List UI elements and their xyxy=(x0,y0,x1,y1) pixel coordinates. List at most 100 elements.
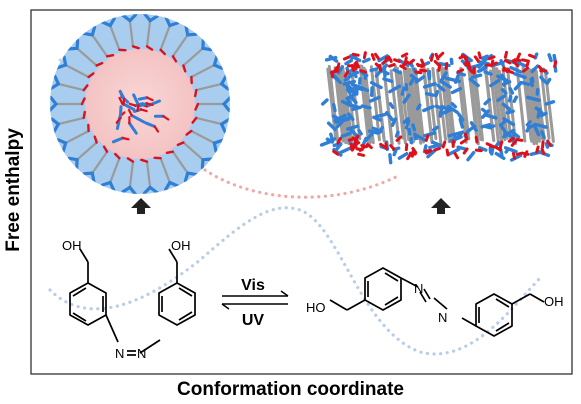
aggregate-rod xyxy=(459,66,471,141)
shell-molecule xyxy=(91,150,109,175)
aggregate-molecule xyxy=(428,143,441,150)
lamellar-aggregate xyxy=(319,50,558,165)
shell-molecule xyxy=(113,152,121,160)
shell-molecule xyxy=(126,157,135,163)
aggregate-rod xyxy=(456,70,468,144)
aggregate-oxygen xyxy=(406,153,412,161)
aggregate-molecule xyxy=(374,70,382,78)
aggregate-molecule xyxy=(483,97,492,106)
aggregate-oxygen xyxy=(467,61,472,70)
aggregate-molecule xyxy=(507,94,513,103)
aggregate-oxygen xyxy=(515,138,524,142)
right-azo-n2: N xyxy=(438,310,447,325)
shell-molecule xyxy=(145,19,152,48)
shell-molecule xyxy=(164,15,172,28)
aggregate-oxygen xyxy=(516,52,522,61)
aggregate-molecule xyxy=(502,117,516,127)
aggregate-molecule xyxy=(483,70,493,76)
aggregate-molecule xyxy=(426,148,437,159)
aggregate-molecule xyxy=(339,146,353,155)
aggregate-molecule xyxy=(390,117,397,128)
vis-label: Vis xyxy=(241,277,265,294)
aggregate-oxygen xyxy=(414,70,423,75)
aggregate-molecule xyxy=(513,82,522,91)
aggregate-oxygen xyxy=(379,142,387,149)
aggregate-rod xyxy=(484,66,496,142)
shell-molecule xyxy=(165,150,175,155)
aggregate-molecule xyxy=(512,95,519,104)
aggregate-molecule xyxy=(346,97,352,105)
shell-molecule xyxy=(212,54,219,67)
aggregate-molecule xyxy=(470,73,483,79)
aggregate-molecule xyxy=(411,123,417,132)
aggregate-molecule xyxy=(422,82,437,89)
aggregate-oxygen xyxy=(359,69,367,74)
shell-molecule xyxy=(220,74,228,86)
aggregate-molecule xyxy=(519,80,531,87)
shell-molecule xyxy=(64,129,90,145)
aggregate-oxygen xyxy=(408,58,415,65)
left-oh-top: OH xyxy=(62,238,82,253)
aggregate-molecule xyxy=(480,54,489,60)
aggregate-molecule xyxy=(337,64,344,75)
shell-molecule xyxy=(87,72,95,79)
core-molecule xyxy=(122,97,126,106)
shell-molecule xyxy=(108,180,116,193)
aggregate-molecule xyxy=(394,130,400,138)
aggregate-oxygen xyxy=(370,53,376,61)
arrow-up-left-icon xyxy=(131,198,151,214)
aggregate-molecule xyxy=(478,64,488,73)
aggregate-molecule xyxy=(501,80,512,86)
aggregate-molecule xyxy=(369,80,383,90)
aggregate-molecule xyxy=(368,95,381,103)
aggregate-molecule xyxy=(409,73,419,82)
aggregate-oxygen xyxy=(474,148,483,153)
aggregate-molecule xyxy=(496,74,508,82)
aggregate-oxygen xyxy=(437,51,445,59)
aggregate-oxygen xyxy=(342,55,351,61)
left-azo-n2: N xyxy=(137,346,146,361)
aggregate-molecule xyxy=(372,115,382,122)
plot-frame xyxy=(30,9,573,375)
core-molecule xyxy=(137,101,149,108)
y-axis-label: Free enthalpy xyxy=(3,128,24,252)
aggregate-molecule xyxy=(400,86,406,96)
aggregate-oxygen xyxy=(336,137,342,145)
aggregate-oxygen xyxy=(444,62,449,70)
aggregate-molecule xyxy=(518,61,527,68)
aggregate-oxygen xyxy=(553,60,558,68)
shell-molecule xyxy=(171,33,189,58)
core-molecule xyxy=(130,113,145,124)
aggregate-oxygen xyxy=(510,140,517,147)
aggregate-molecule xyxy=(347,126,359,137)
aggregate-molecule xyxy=(407,127,412,136)
shell-molecule xyxy=(140,158,149,163)
aggregate-molecule xyxy=(362,57,371,64)
shell-molecule xyxy=(145,160,152,189)
x-axis-label: Conformation coordinate xyxy=(177,379,404,400)
aggregate-oxygen xyxy=(441,140,447,149)
shell-molecule xyxy=(194,102,200,111)
aggregate-molecule xyxy=(392,149,398,157)
aggregate-oxygen xyxy=(445,148,450,157)
core-molecule xyxy=(139,108,148,113)
aggregate-molecule xyxy=(450,102,457,109)
aggregate-molecule xyxy=(487,124,496,130)
aggregate-molecule xyxy=(331,114,342,121)
core-molecule xyxy=(162,115,170,121)
aggregate-oxygen xyxy=(399,64,407,70)
core-molecule xyxy=(137,96,149,101)
shell-molecule xyxy=(182,141,204,161)
shell-molecule xyxy=(80,97,86,106)
right-oh-right: OH xyxy=(544,294,564,309)
shell-molecule xyxy=(61,141,68,154)
shell-molecule xyxy=(185,129,193,136)
core-molecule xyxy=(115,116,122,124)
shell-molecule xyxy=(171,150,189,175)
aggregate-oxygen xyxy=(520,58,529,63)
shell-molecule xyxy=(171,55,178,63)
aggregate-oxygen xyxy=(502,68,511,72)
aggregate-oxygen xyxy=(512,60,520,68)
aggregate-molecule xyxy=(325,137,334,144)
